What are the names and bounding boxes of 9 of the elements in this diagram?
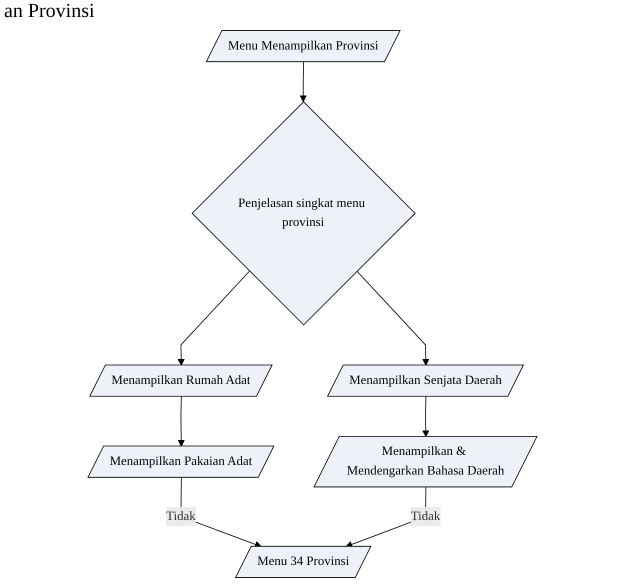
arrow — [422, 396, 430, 438]
node-diamond: Penjelasan singkat menu provinsi — [192, 101, 416, 326]
arrow — [300, 62, 307, 102]
heading-text: an Provinsi — [4, 0, 95, 23]
arrow — [178, 270, 250, 366]
edge-label: Tidak — [166, 509, 196, 524]
edge-label: Tidak — [410, 509, 440, 524]
arrow — [178, 396, 185, 447]
arrow — [356, 270, 430, 366]
